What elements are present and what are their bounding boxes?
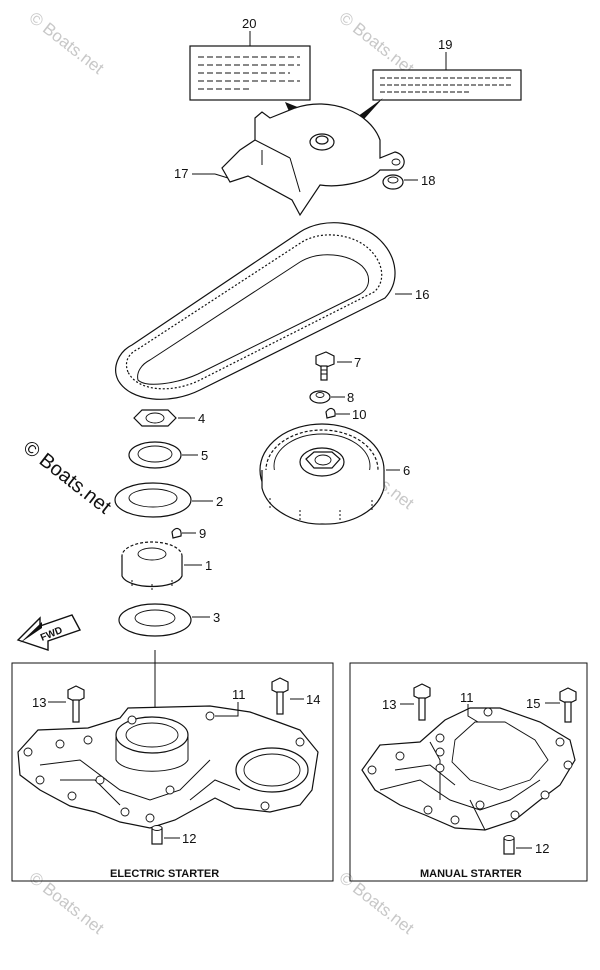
grommet bbox=[382, 174, 418, 190]
watermark-bottom-left: © Boats.net bbox=[26, 868, 108, 938]
callout-11-electric: 11 bbox=[232, 687, 246, 702]
bolt-13-manual bbox=[400, 683, 431, 721]
electric-starter-caption: ELECTRIC STARTER bbox=[110, 868, 219, 880]
washer bbox=[309, 390, 345, 404]
callout-13-manual: 13 bbox=[382, 697, 396, 712]
callout-13-electric: 13 bbox=[32, 695, 46, 710]
callout-11-manual: 11 bbox=[460, 690, 474, 705]
callouts: 20 19 17 18 16 7 8 10 4 5 6 2 9 1 3 13 1… bbox=[32, 16, 549, 856]
sprocket-bolt bbox=[315, 351, 352, 381]
watermark-top-left: © Boats.net bbox=[26, 8, 108, 78]
dowel-pin-manual bbox=[503, 835, 532, 855]
callout-4: 4 bbox=[198, 411, 205, 426]
manual-starter-panel bbox=[349, 662, 588, 882]
callout-7: 7 bbox=[354, 355, 361, 370]
bolt-14 bbox=[271, 677, 304, 715]
callout-3: 3 bbox=[213, 610, 220, 625]
electric-starter-panel bbox=[11, 662, 334, 882]
callout-19: 19 bbox=[438, 37, 452, 52]
watermark-bottom-right: © Boats.net bbox=[336, 868, 418, 938]
callout-16: 16 bbox=[415, 287, 429, 302]
watermark-top-right: © Boats.net bbox=[336, 8, 418, 78]
bolt-13-electric bbox=[48, 685, 85, 723]
timing-belt bbox=[115, 222, 412, 400]
lock-washer bbox=[128, 441, 198, 469]
callout-20: 20 bbox=[242, 16, 256, 31]
callout-1: 1 bbox=[205, 558, 212, 573]
drive-sprocket bbox=[121, 541, 202, 592]
callout-9: 9 bbox=[199, 526, 206, 541]
callout-5: 5 bbox=[201, 448, 208, 463]
bolt-15 bbox=[545, 687, 577, 723]
callout-15: 15 bbox=[526, 696, 540, 711]
dowel-pin-electric bbox=[151, 825, 180, 845]
label-plate-20 bbox=[189, 31, 311, 101]
plate-3 bbox=[118, 603, 210, 637]
fwd-arrow-icon: FWD bbox=[16, 614, 82, 651]
timing-belt-cover bbox=[192, 98, 405, 217]
key-9 bbox=[171, 527, 196, 539]
plate-2 bbox=[114, 482, 213, 518]
callout-12-manual: 12 bbox=[535, 841, 549, 856]
key-10 bbox=[325, 407, 350, 419]
callout-10: 10 bbox=[352, 407, 366, 422]
callout-18: 18 bbox=[421, 173, 435, 188]
callout-8: 8 bbox=[347, 390, 354, 405]
driven-sprocket bbox=[259, 423, 400, 525]
manual-starter-caption: MANUAL STARTER bbox=[420, 868, 522, 880]
hex-nut bbox=[133, 409, 195, 427]
callout-12-electric: 12 bbox=[182, 831, 196, 846]
callout-2: 2 bbox=[216, 494, 223, 509]
callout-6: 6 bbox=[403, 463, 410, 478]
label-plate-19 bbox=[372, 52, 522, 101]
watermark-left-dark: © Boats.net bbox=[19, 437, 115, 519]
callout-17: 17 bbox=[174, 166, 188, 181]
callout-14: 14 bbox=[306, 692, 320, 707]
